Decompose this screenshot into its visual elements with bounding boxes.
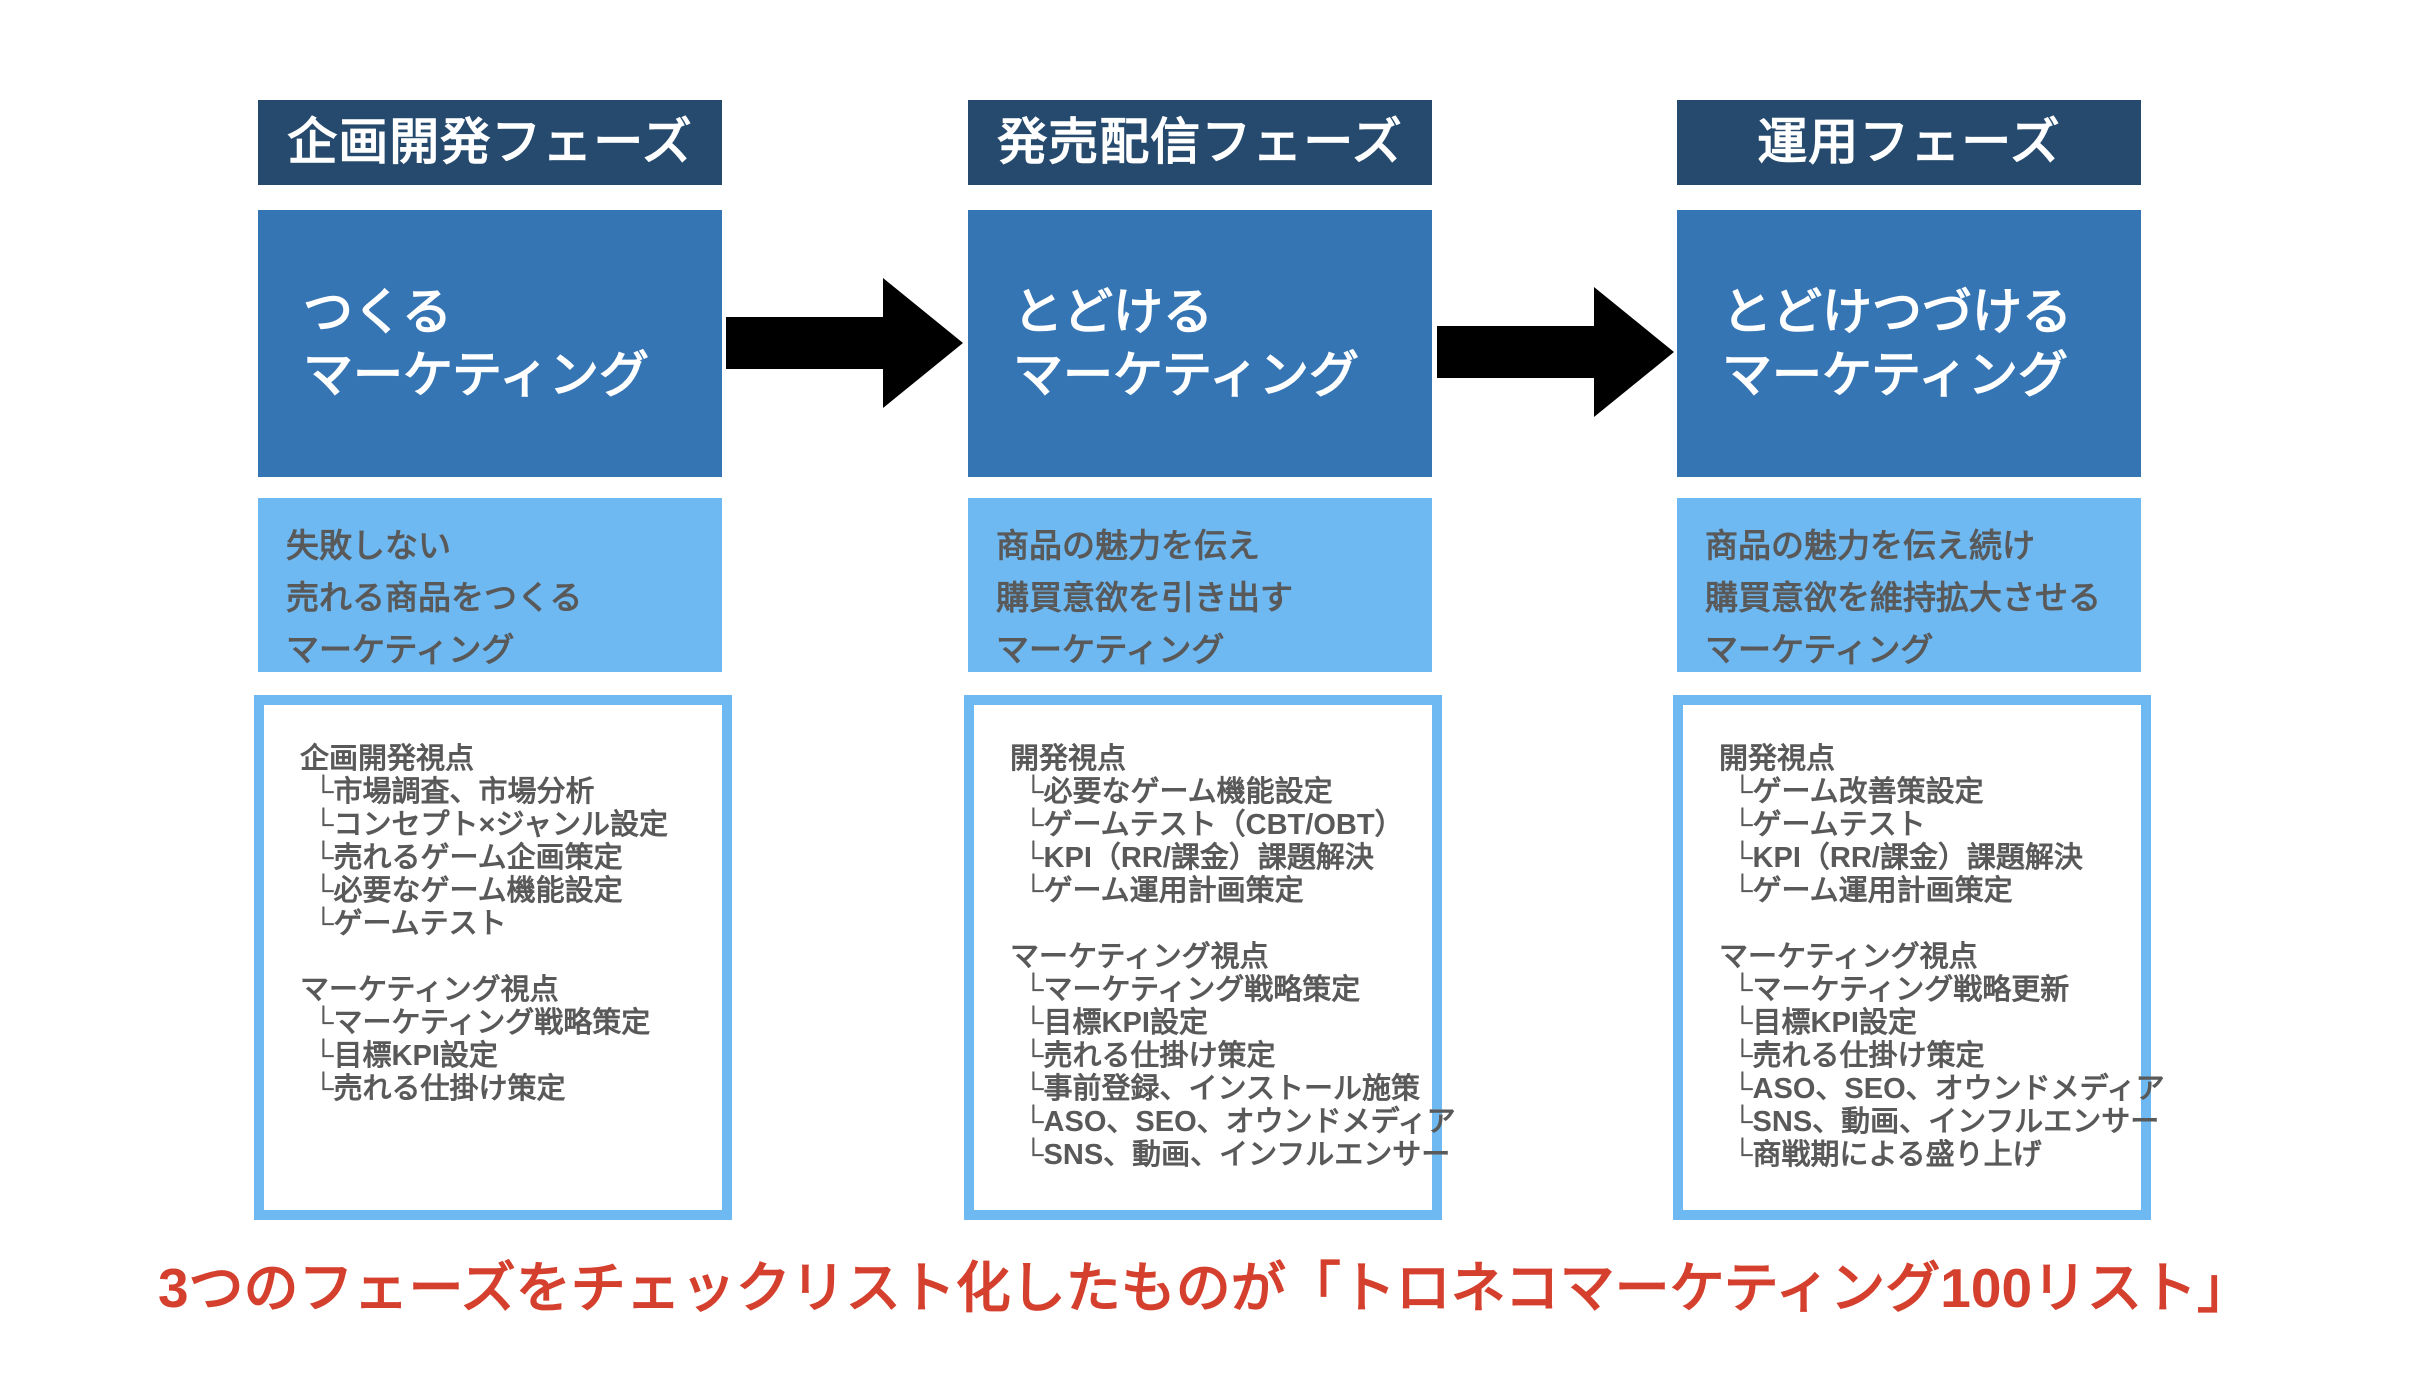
checklist-box: 開発視点 └ゲーム改善策設定 └ゲームテスト └KPI（RR/課金）課題解決 └… [1673,695,2165,1220]
checklist-item: └ASO、SEO、オウンドメディア [1732,1073,2165,1105]
checklist-item: └事前登録、インストール施策 [1023,1073,1420,1105]
phase-title-line: マーケティング [1722,346,2068,403]
phase-header: 企画開発フェーズ [258,100,722,185]
checklist-item: └ゲームテスト [1732,809,1926,841]
subtitle-line: マーケティング [286,631,515,668]
checklist-item: └売れる仕掛け策定 [313,1073,566,1105]
column-planning-development: 企画開発フェーズ つくる マーケティング 失敗しない 売れる商品をつくる マーケ… [254,0,732,1386]
checklist-item: └ゲームテスト [313,908,507,940]
subtitle-line: マーケティング [1705,631,1934,668]
checklist-item: └ゲーム改善策設定 [1732,776,1984,808]
checklist-item: └KPI（RR/課金）課題解決 [1732,842,2083,874]
column-release-distribution: 発売配信フェーズ とどける マーケティング 商品の魅力を伝え 購買意欲を引き出す… [964,0,1456,1386]
checklist-item: └コンセプト×ジャンル設定 [313,809,669,841]
checklist-item: └SNS、動画、インフルエンサー [1732,1106,2160,1138]
phase-title-box: とどけつづける マーケティング [1677,210,2141,477]
checklist-section-title: 開発視点 [1010,743,1127,775]
checklist-item: └KPI（RR/課金）課題解決 [1023,842,1374,874]
checklist-item: └必要なゲーム機能設定 [313,875,623,907]
phase-title-line: マーケティング [1013,346,1359,403]
checklist-section-title: 企画開発視点 [300,743,475,775]
phase-header: 発売配信フェーズ [968,100,1432,185]
checklist-item: └目標KPI設定 [1023,1007,1208,1039]
checklist-section-title: マーケティング視点 [300,974,559,1006]
checklist-item: └ゲーム運用計画策定 [1023,875,1304,907]
checklist-box: 開発視点 └必要なゲーム機能設定 └ゲームテスト（CBT/OBT） └KPI（R… [964,695,1456,1220]
subtitle-line: 売れる商品をつくる [286,579,583,616]
checklist-item: └ASO、SEO、オウンドメディア [1023,1106,1456,1138]
checklist-item: └売れるゲーム企画策定 [313,842,623,874]
checklist-item: └目標KPI設定 [1732,1007,1917,1039]
checklist-item: └売れる仕掛け策定 [1023,1040,1276,1072]
phase-title-line: とどけつづける [1722,283,2072,340]
subtitle-line: 購買意欲を引き出す [996,579,1293,616]
subtitle-line: 商品の魅力を伝え [996,527,1260,564]
checklist-item: └マーケティング戦略更新 [1732,974,2070,1006]
arrow-right-icon [726,278,963,408]
phase-subtitle-box: 商品の魅力を伝え続け 購買意欲を維持拡大させる マーケティング [1677,498,2141,672]
subtitle-line: 購買意欲を維持拡大させる [1705,579,2101,616]
checklist-item: └必要なゲーム機能設定 [1023,776,1333,808]
arrow-right-icon [1437,287,1674,417]
checklist-item: └マーケティング戦略策定 [313,1007,651,1039]
footer-caption: 3つのフェーズをチェックリスト化したものが「トロネコマーケティング100リスト」 [157,1257,2253,1319]
checklist-item: └ゲーム運用計画策定 [1732,875,2013,907]
checklist-item: └マーケティング戦略策定 [1023,974,1361,1006]
checklist-section-title: マーケティング視点 [1010,941,1269,973]
checklist-section-title: マーケティング視点 [1719,941,1978,973]
checklist-item: └売れる仕掛け策定 [1732,1040,1985,1072]
phase-title-box: つくる マーケティング [258,210,722,477]
subtitle-line: 商品の魅力を伝え続け [1705,527,2035,564]
checklist-section-gap [1010,908,1422,941]
phase-title-line: つくる [303,283,452,340]
checklist-item: └目標KPI設定 [313,1040,498,1072]
phase-title-line: とどける [1013,283,1213,340]
checklist-section-gap [1719,908,2131,941]
subtitle-line: 失敗しない [286,527,451,564]
checklist-item: └ゲームテスト（CBT/OBT） [1023,809,1404,841]
checklist-box: 企画開発視点 └市場調査、市場分析 └コンセプト×ジャンル設定 └売れるゲーム企… [254,695,732,1220]
checklist-section-gap [300,941,712,974]
phase-subtitle-box: 商品の魅力を伝え 購買意欲を引き出す マーケティング [968,498,1432,672]
phase-header: 運用フェーズ [1677,100,2141,185]
checklist-item: └市場調査、市場分析 [313,776,595,808]
checklist-section-title: 開発視点 [1719,743,1836,775]
checklist-item: └商戦期による盛り上げ [1732,1139,2042,1171]
subtitle-line: マーケティング [996,631,1225,668]
phase-subtitle-box: 失敗しない 売れる商品をつくる マーケティング [258,498,722,672]
checklist-item: └SNS、動画、インフルエンサー [1023,1139,1451,1171]
phase-title-line: マーケティング [303,346,649,403]
column-operation: 運用フェーズ とどけつづける マーケティング 商品の魅力を伝え続け 購買意欲を維… [1673,0,2165,1386]
phase-title-box: とどける マーケティング [968,210,1432,477]
